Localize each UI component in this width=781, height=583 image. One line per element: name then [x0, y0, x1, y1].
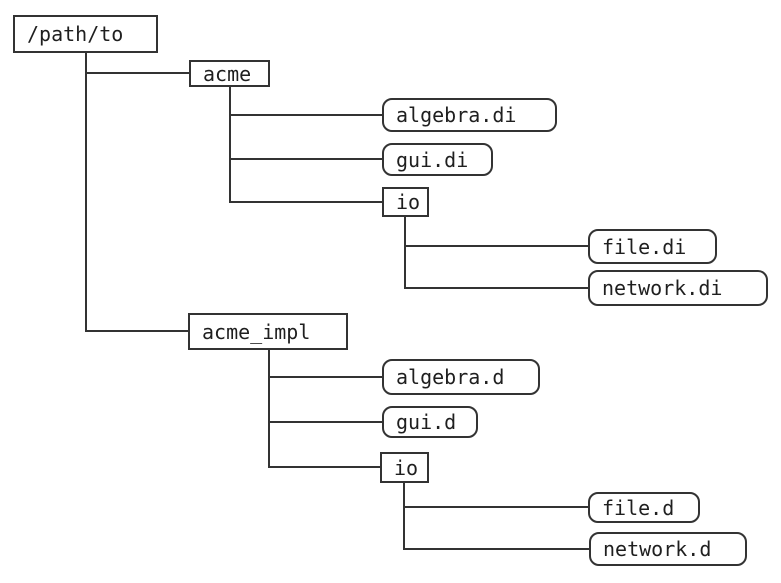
trunk-acme-io [404, 217, 406, 289]
connector-path-to-acme-impl [85, 330, 188, 332]
node-label: gui.d [396, 410, 457, 434]
node-directory-acme: acme [189, 60, 270, 87]
node-label: io [394, 455, 419, 480]
node-directory-acme-io: io [382, 187, 429, 217]
connector-acme-algebra-di [229, 114, 382, 116]
trunk-acme-impl-io [403, 483, 405, 550]
node-directory-path-to: /path/to [13, 15, 158, 53]
connector-io-network-di [404, 287, 588, 289]
node-file-algebra-di: algebra.di [382, 98, 557, 132]
node-file-file-di: file.di [588, 229, 717, 264]
connector-acme-io [229, 201, 382, 203]
connector-path-to-acme [85, 72, 189, 74]
trunk-acme-impl [268, 350, 270, 468]
node-file-file-d: file.d [588, 492, 700, 523]
connector-acme-gui-di [229, 158, 382, 160]
node-label: network.di [602, 276, 723, 300]
node-file-gui-d: gui.d [382, 406, 478, 438]
node-label: network.d [603, 537, 712, 561]
connector-io-file-di [404, 245, 588, 247]
node-file-algebra-d: algebra.d [382, 359, 540, 395]
trunk-acme [229, 86, 231, 203]
node-directory-acme-impl-io: io [380, 452, 429, 483]
trunk-path-to [85, 53, 87, 332]
node-label: algebra.d [396, 365, 505, 389]
node-directory-acme-impl: acme_impl [188, 313, 348, 350]
node-file-network-d: network.d [589, 532, 747, 566]
node-label: file.d [602, 495, 675, 520]
node-label: acme [203, 61, 252, 86]
connector-acme-impl-gui-d [268, 421, 382, 423]
node-label: file.di [602, 234, 687, 259]
node-file-network-di: network.di [588, 270, 768, 306]
connector-acme-impl-io [268, 466, 380, 468]
node-label: /path/to [27, 22, 124, 46]
node-label: algebra.di [396, 103, 517, 127]
connector-impl-io-network-d [403, 548, 589, 550]
connector-acme-impl-algebra-d [268, 376, 382, 378]
node-label: io [396, 190, 421, 214]
node-label: gui.di [396, 147, 469, 172]
node-label: acme_impl [202, 319, 311, 344]
node-file-gui-di: gui.di [382, 143, 493, 176]
connector-impl-io-file-d [403, 506, 588, 508]
